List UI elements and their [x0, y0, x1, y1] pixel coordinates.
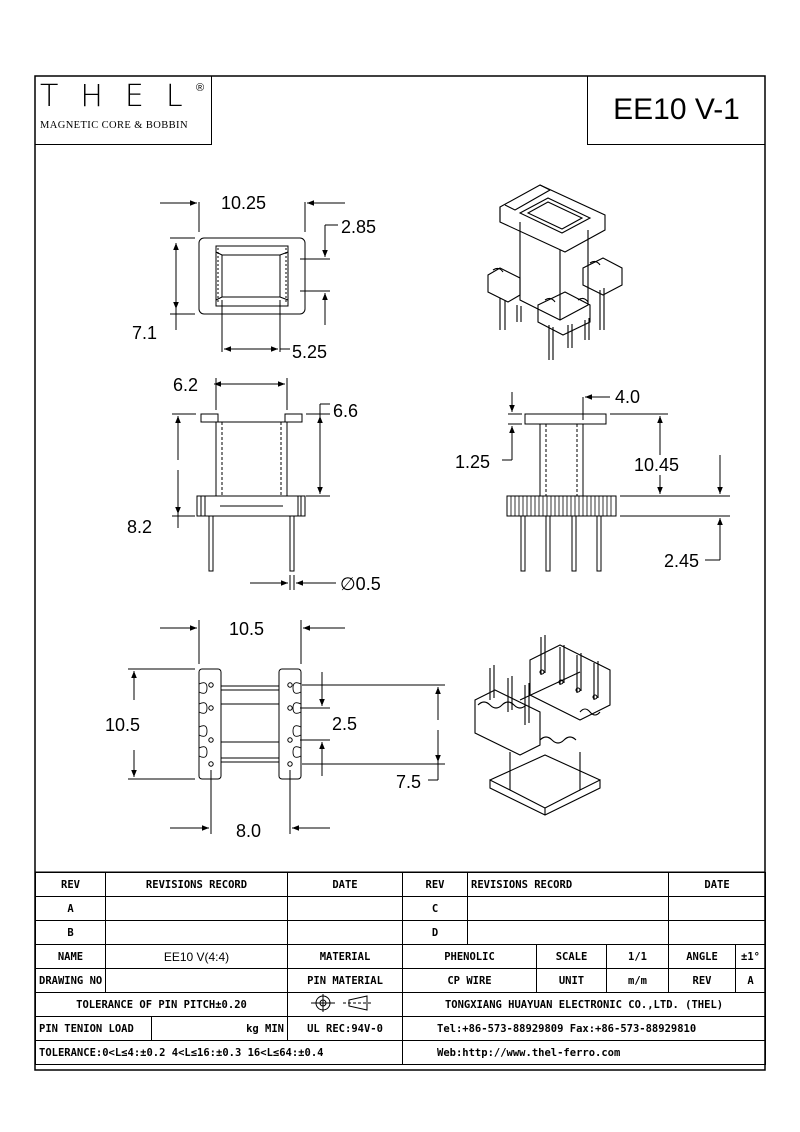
dim-side-flange: 4.0 — [615, 387, 641, 407]
website: Web:http://www.thel-ferro.com — [401, 1040, 767, 1065]
revision-row-b: B D — [35, 920, 767, 945]
rev-b-record — [105, 920, 288, 945]
pin-tension-label: PIN TENION LOAD — [35, 1016, 152, 1041]
front-view — [172, 378, 336, 590]
rev-label: REV — [668, 968, 737, 993]
dim-front-upper: 6.6 — [333, 401, 359, 421]
iso-view-bottom — [474, 635, 611, 816]
revisions-record-right: REVISIONS RECORD — [466, 872, 670, 897]
name-label: NAME — [35, 944, 106, 969]
dim-front-flange: 6.2 — [173, 375, 199, 395]
rev-c-record — [466, 896, 670, 921]
drawing-no-value — [105, 968, 288, 993]
dim-bottom-width: 10.5 — [229, 619, 265, 639]
kg-min-label: kg MIN — [151, 1016, 288, 1041]
angle-value: ±1° — [735, 944, 767, 969]
side-view — [502, 392, 730, 572]
ul-rec: UL REC:94V-0 — [287, 1016, 403, 1041]
rev-a-record — [105, 896, 288, 921]
rev-a-date — [287, 896, 403, 921]
angle-label: ANGLE — [668, 944, 737, 969]
logo-subtitle: MAGNETIC CORE & BOBBIN — [40, 120, 188, 131]
pin-tension-row: PIN TENION LOAD kg MIN UL REC:94V-0 Tel:… — [35, 1016, 767, 1041]
rev-header-right: REV — [402, 872, 468, 897]
general-tolerance: TOLERANCE:0<L≤4:±0.2 4<L≤16:±0.3 16<L≤64… — [35, 1040, 403, 1065]
rev-d-date — [668, 920, 767, 945]
date-header-right: DATE — [668, 872, 767, 897]
part-number-title: EE10 V-1 — [587, 76, 765, 145]
tel-fax: Tel:+86-573-88929809 Fax:+86-573-8892981… — [401, 1016, 767, 1041]
revisions-header-row: REV REVISIONS RECORD DATE REV REVISIONS … — [35, 872, 767, 897]
company-name: TONGXIANG HUAYUAN ELECTRONIC CO.,LTD. (T… — [401, 992, 767, 1017]
dim-top-inner: 5.25 — [292, 342, 328, 362]
dim-side-height: 10.45 — [634, 455, 680, 475]
revisions-record-left: REVISIONS RECORD — [105, 872, 288, 897]
dim-bottom-pitch: 2.5 — [332, 714, 358, 734]
title-block: REV REVISIONS RECORD DATE REV REVISIONS … — [35, 872, 767, 1065]
dim-side-pin: 2.45 — [664, 551, 700, 571]
date-header-left: DATE — [287, 872, 403, 897]
rev-b: B — [35, 920, 106, 945]
scale-value: 1/1 — [605, 944, 670, 969]
material-label: MATERIAL — [287, 944, 403, 969]
dim-pin-diameter: ∅0.5 — [340, 574, 381, 594]
dim-side-flange-thick: 1.25 — [455, 452, 491, 472]
drawing-no-row: DRAWING NO PIN MATERIAL CP WIRE UNIT m/m… — [35, 968, 767, 993]
material-value: PHENOLIC — [402, 944, 537, 969]
dim-bottom-rows: 8.0 — [236, 821, 262, 841]
tolerance-pitch: TOLERANCE OF PIN PITCH±0.20 — [35, 992, 288, 1017]
unit-label: UNIT — [536, 968, 607, 993]
name-value: EE10 V(4:4) — [105, 944, 288, 969]
bottom-view — [128, 620, 445, 834]
rev-b-date — [287, 920, 403, 945]
rev-d-record — [466, 920, 670, 945]
tolerance-row: TOLERANCE:0<L≤4:±0.2 4<L≤16:±0.3 16<L≤64… — [35, 1040, 767, 1065]
dim-top-window: 2.85 — [341, 217, 377, 237]
registered-mark: ® — [196, 82, 205, 94]
dim-bottom-span: 7.5 — [396, 772, 422, 792]
dim-front-total: 8.2 — [127, 517, 153, 537]
drawing-frame — [34, 75, 766, 1071]
dim-top-height: 7.1 — [132, 323, 158, 343]
projection-symbol — [287, 992, 403, 1017]
scale-label: SCALE — [536, 944, 607, 969]
rev-header-left: REV — [35, 872, 106, 897]
name-row: NAME EE10 V(4:4) MATERIAL PHENOLIC SCALE… — [35, 944, 767, 969]
logo-text: THEL — [40, 79, 205, 114]
tolerance-pitch-row: TOLERANCE OF PIN PITCH±0.20 TONGXIANG HU… — [35, 992, 767, 1017]
rev-a: A — [35, 896, 106, 921]
revision-row-a: A C — [35, 896, 767, 921]
logo-box — [35, 76, 212, 145]
rev-c-date — [668, 896, 767, 921]
unit-value: m/m — [605, 968, 670, 993]
third-angle-projection-icon — [311, 994, 373, 1012]
rev-c: C — [402, 896, 468, 921]
drawing-no-label: DRAWING NO — [35, 968, 106, 993]
pin-material-value: CP WIRE — [402, 968, 537, 993]
rev-value: A — [735, 968, 767, 993]
dim-bottom-height: 10.5 — [105, 715, 141, 735]
top-view — [160, 200, 345, 352]
pin-material-label: PIN MATERIAL — [287, 968, 403, 993]
rev-d: D — [402, 920, 468, 945]
dim-top-width: 10.25 — [221, 193, 267, 213]
iso-view-top — [487, 184, 623, 360]
